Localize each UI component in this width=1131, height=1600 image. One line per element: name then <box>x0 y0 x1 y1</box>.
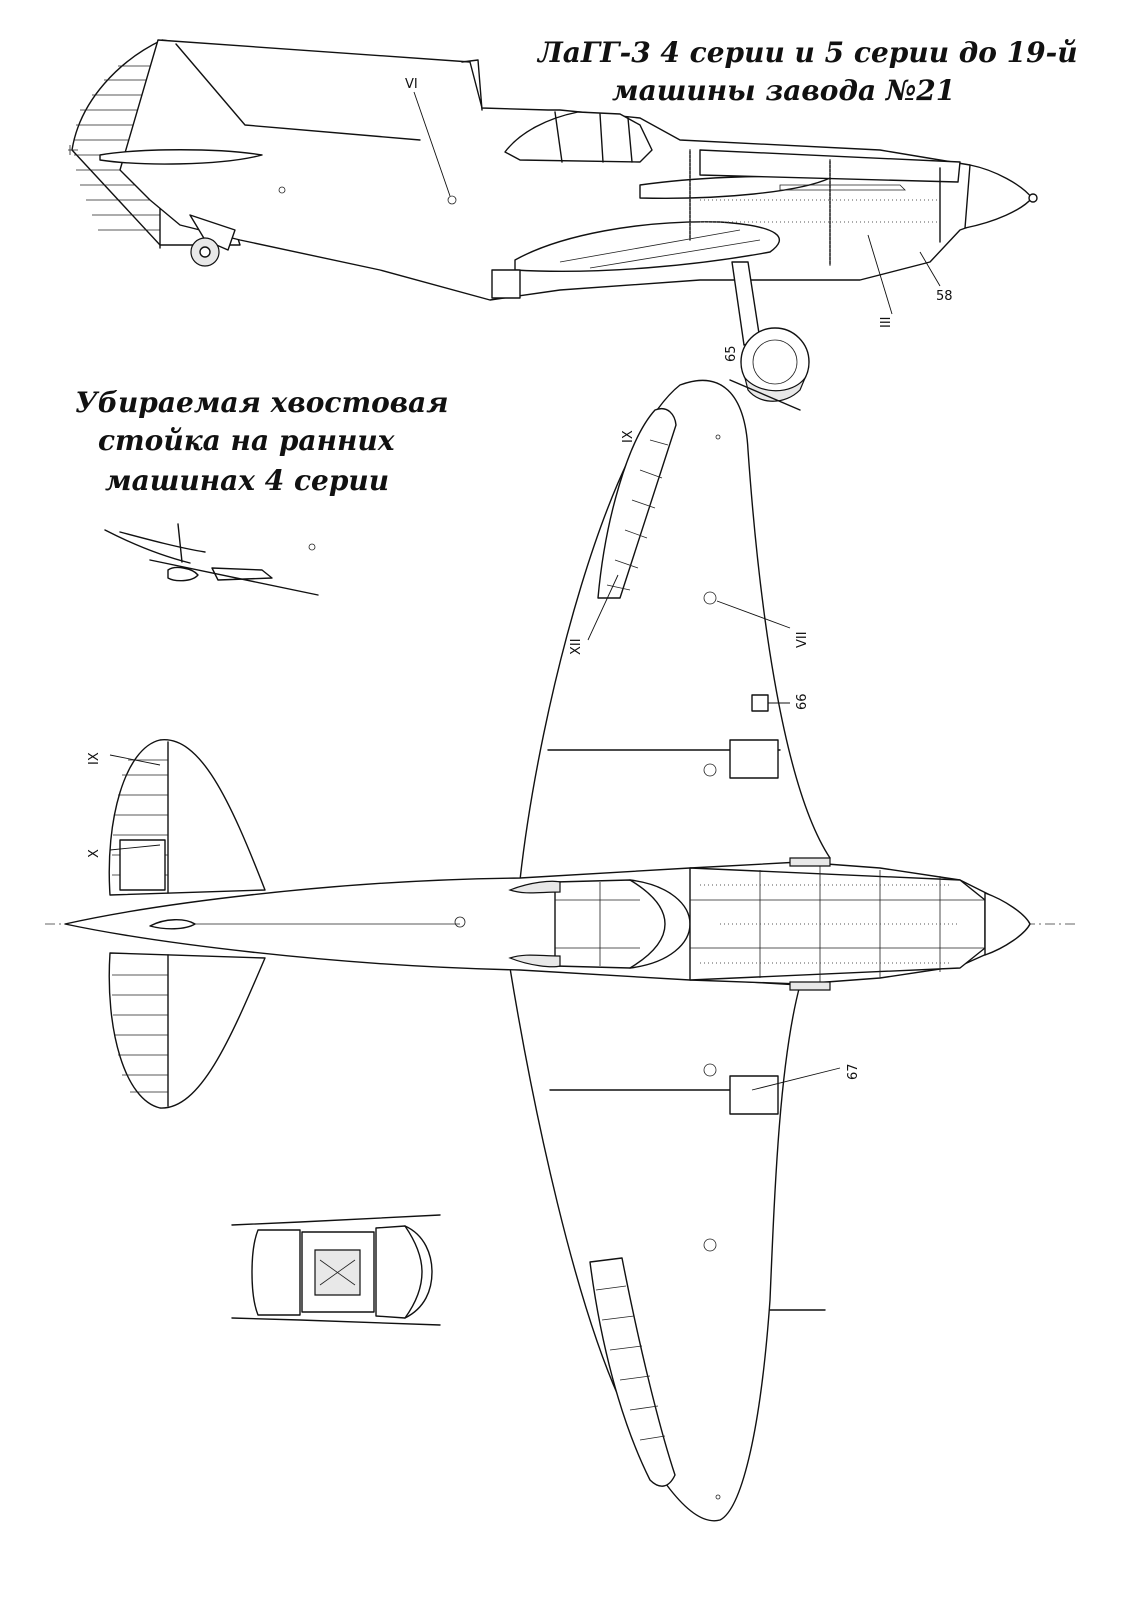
plan-fuselage <box>64 857 1031 991</box>
upper-wing <box>519 379 831 881</box>
callout-58: 58 <box>936 289 953 304</box>
callout-xii: XII <box>569 638 584 655</box>
callout-ix-wing: IX <box>621 430 636 443</box>
main-landing-gear <box>729 261 810 411</box>
upper-tailplane <box>108 739 266 896</box>
callout-67: 67 <box>846 1063 861 1080</box>
lower-tailplane <box>108 952 266 1109</box>
callout-vi: VI <box>405 77 418 92</box>
tail-wheel <box>189 214 236 267</box>
lower-wing <box>509 967 826 1522</box>
callout-vii: VII <box>795 631 810 648</box>
plan-view: IX XII VII 66 IX X 67 <box>45 379 1075 1522</box>
inset-caption-line-3: машинах 4 серии <box>105 464 389 497</box>
title-line-1: ЛаГГ-3 4 серии и 5 серии до 19-й <box>536 36 1078 69</box>
callout-ix-tail: IX <box>87 752 102 765</box>
inset-caption-line-1: Убираемая хвостовая <box>75 386 449 419</box>
inset-caption-line-2: стойка на ранних <box>98 424 395 457</box>
callout-x: X <box>87 849 102 858</box>
callout-65: 65 <box>724 345 739 362</box>
callout-66: 66 <box>795 693 810 710</box>
retractable-tailwheel-inset <box>104 523 319 596</box>
callout-iii: III <box>879 316 894 328</box>
side-view: VI III 58 65 <box>68 39 1038 411</box>
cockpit-detail-inset <box>231 1214 441 1326</box>
title-line-2: машины завода №21 <box>612 74 955 107</box>
